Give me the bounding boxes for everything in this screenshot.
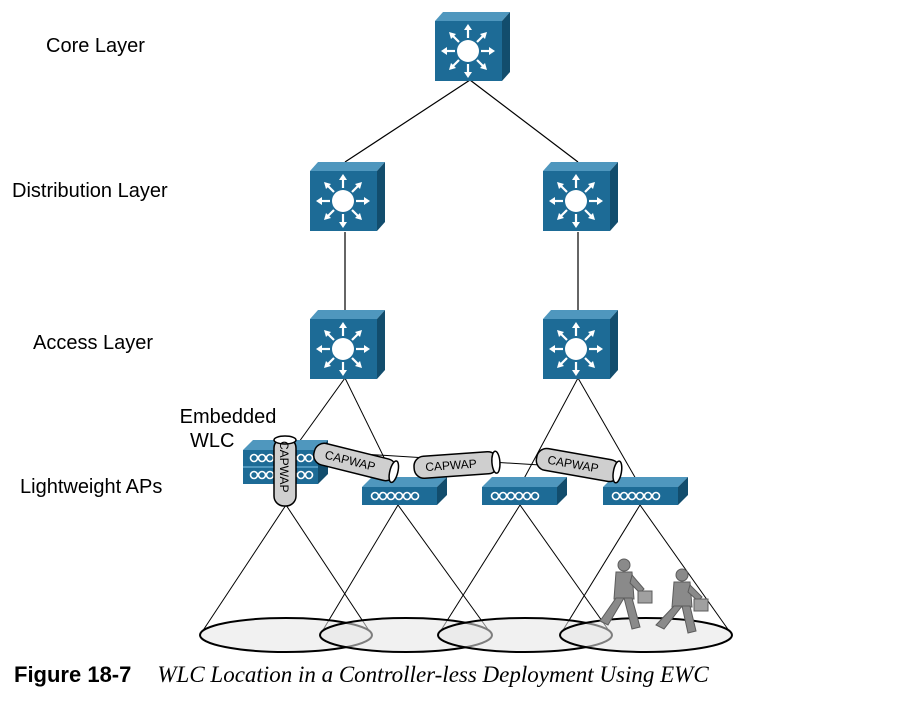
lightweight-ap-2 bbox=[361, 476, 448, 506]
switch-links bbox=[344, 79, 579, 310]
person-with-briefcase-icon bbox=[655, 568, 709, 634]
capwap-tunnel-2: CAPWAP bbox=[413, 450, 501, 479]
capwap-tunnel-vertical: CAPWAP bbox=[273, 435, 297, 507]
lightweight-aps-label: Lightweight APs bbox=[20, 476, 163, 498]
coverage-cone-lines bbox=[199, 504, 733, 636]
core-layer-label: Core Layer bbox=[46, 35, 145, 57]
figure-caption: Figure 18-7 WLC Location in a Controller-… bbox=[14, 662, 709, 688]
figure-title: WLC Location in a Controller-less Deploy… bbox=[157, 662, 709, 687]
access-switch-right bbox=[543, 310, 618, 379]
access-switch-left bbox=[310, 310, 385, 379]
person-with-briefcase-icon bbox=[599, 558, 653, 630]
access-layer-label: Access Layer bbox=[33, 332, 154, 354]
distribution-switch-left bbox=[310, 162, 385, 231]
figure-number: Figure 18-7 bbox=[14, 662, 132, 687]
embedded-wlc-line2: WLC bbox=[190, 430, 235, 452]
coverage-areas bbox=[199, 617, 733, 653]
capwap-label-vertical: CAPWAP bbox=[277, 441, 291, 493]
mobile-users bbox=[599, 558, 709, 634]
capwap-label-2: CAPWAP bbox=[425, 457, 477, 475]
embedded-wlc-line1: Embedded bbox=[179, 406, 277, 428]
lightweight-ap-3 bbox=[481, 476, 568, 506]
coverage-area-4 bbox=[559, 617, 733, 653]
link-core-dist-right bbox=[469, 79, 579, 163]
capwap-tunnel-3: CAPWAP bbox=[535, 447, 623, 484]
distribution-switch-right bbox=[543, 162, 618, 231]
embedded-wlc-label: Embedded WLC bbox=[166, 405, 290, 453]
link-core-dist-left bbox=[344, 79, 471, 163]
core-switch bbox=[435, 12, 510, 81]
distribution-layer-label: Distribution Layer bbox=[12, 180, 168, 202]
capwap-tunnel-1: CAPWAP bbox=[312, 442, 400, 484]
